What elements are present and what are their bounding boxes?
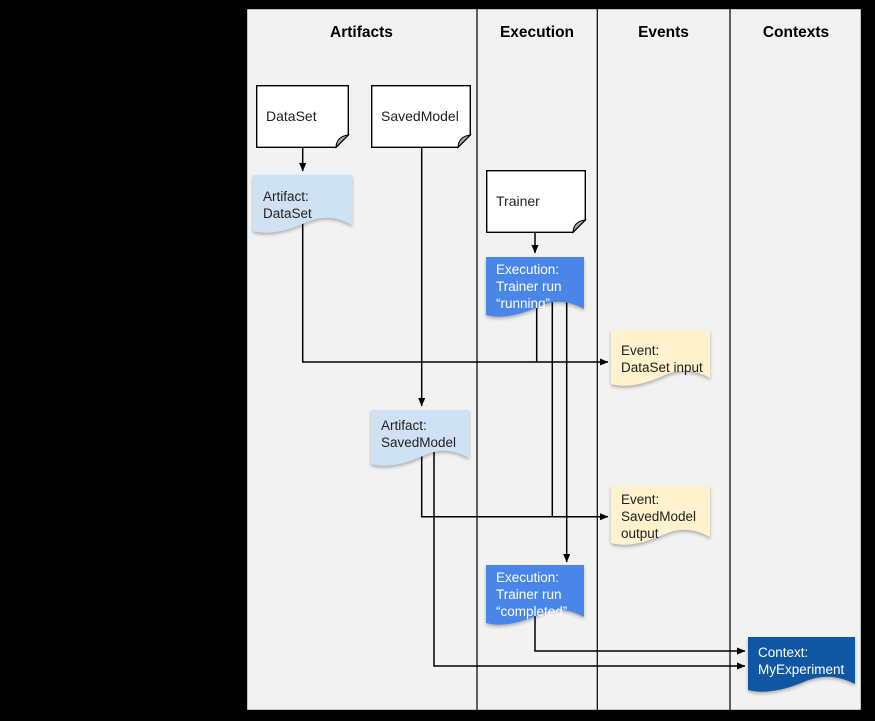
note-shape — [371, 85, 472, 149]
column-header-execution: Execution — [499, 24, 575, 41]
diagram-wiring-layer — [246, 8, 862, 711]
node-label: Event: DataSet input — [621, 330, 708, 376]
label-line: Artifact: — [263, 189, 309, 204]
edge-artifact-savedmodel-to-context — [433, 452, 746, 670]
column-header-events: Events — [638, 24, 689, 41]
lineage-diagram-panel: Artifacts Execution Events Contexts Data… — [246, 8, 862, 711]
folded-corner-icon — [572, 219, 587, 234]
label-line: SavedModel — [381, 108, 459, 124]
node-label: Context: MyExperiment — [758, 637, 853, 678]
label-line: MyExperiment — [758, 662, 845, 677]
node-savedmodel: SavedModel — [371, 85, 472, 149]
document-shape — [748, 637, 855, 692]
note-shape — [256, 85, 350, 149]
node-dataset: DataSet — [256, 85, 350, 149]
label-line: Context: — [758, 645, 809, 660]
folded-corner-icon — [457, 134, 472, 149]
label-line: Trainer run — [496, 587, 562, 602]
label-line: DataSet — [266, 108, 317, 124]
folded-corner-icon — [335, 134, 350, 149]
node-label: Execution: Trainer run “completed” — [496, 565, 582, 620]
column-header-contexts: Contexts — [762, 24, 830, 41]
node-label: Event: SavedModel output — [621, 486, 708, 542]
node-artifact-savedmodel: Artifact: SavedModel — [371, 410, 469, 472]
label-line: Execution: — [496, 570, 560, 585]
label-line: Trainer run — [496, 279, 562, 294]
label-line: Artifact: — [381, 418, 427, 433]
node-execution-completed: Execution: Trainer run “completed” — [486, 565, 584, 631]
node-label: Artifact: SavedModel — [381, 410, 467, 451]
document-shape — [486, 565, 584, 625]
label-line: DataSet — [263, 206, 312, 221]
node-context-myexperiment: Context: MyExperiment — [748, 637, 855, 698]
node-event-dataset-input: Event: DataSet input — [611, 330, 710, 392]
label-line: SavedModel — [381, 435, 457, 450]
label-line: Trainer — [496, 193, 540, 209]
column-header-artifacts: Artifacts — [330, 24, 393, 41]
label-line: Event: — [621, 492, 660, 507]
node-label: Execution: Trainer run “running” — [496, 257, 582, 312]
label-line: DataSet input — [621, 360, 703, 375]
edge-artifact-dataset-to-event-input — [301, 218, 609, 366]
node-event-savedmodel-output: Event: SavedModel output — [611, 486, 710, 551]
label-line: Event: — [621, 343, 660, 358]
label-line: output — [621, 526, 659, 541]
label-line: “running” — [496, 296, 551, 311]
document-shape — [486, 257, 584, 317]
node-label: SavedModel — [381, 85, 469, 148]
node-artifact-dataset: Artifact: DataSet — [253, 175, 352, 239]
node-trainer: Trainer — [486, 170, 587, 234]
node-label: Trainer — [496, 170, 584, 233]
document-shape — [611, 486, 710, 545]
node-label: DataSet — [266, 85, 347, 148]
node-label: Artifact: DataSet — [263, 175, 350, 222]
label-line: SavedModel — [621, 509, 697, 524]
label-line: “completed” — [496, 604, 568, 619]
document-shape — [611, 330, 710, 386]
node-execution-running: Execution: Trainer run “running” — [486, 257, 584, 323]
document-shape — [371, 410, 469, 466]
edge-completed-to-context — [534, 614, 746, 655]
panel-border — [246, 8, 862, 711]
note-shape — [486, 170, 587, 234]
label-line: Execution: — [496, 262, 560, 277]
document-shape — [253, 175, 352, 233]
edge-artifact-savedmodel-to-event-output — [420, 452, 609, 521]
